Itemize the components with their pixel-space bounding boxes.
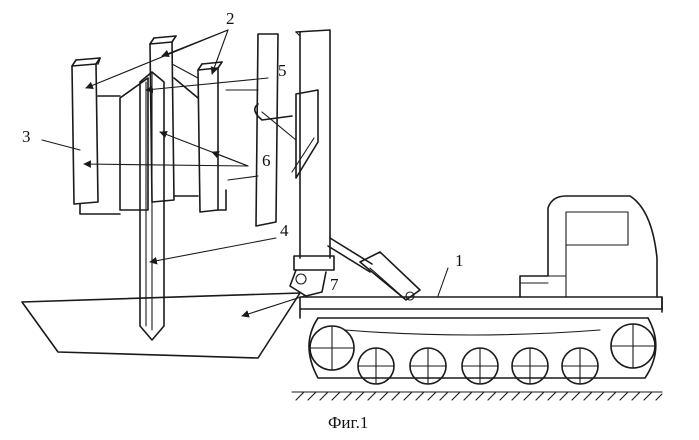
vibrator-left bbox=[71, 57, 101, 205]
label-1: 1 bbox=[455, 251, 464, 270]
label-7: 7 bbox=[330, 275, 339, 294]
label-2: 2 bbox=[226, 9, 235, 28]
cabin bbox=[519, 195, 658, 298]
connecting-frame bbox=[79, 63, 259, 215]
hydraulic-cylinder bbox=[327, 237, 421, 301]
label-4: 4 bbox=[280, 221, 289, 240]
leader-lines bbox=[41, 29, 449, 318]
ground-plate bbox=[21, 292, 301, 359]
mast-bracket bbox=[254, 33, 319, 227]
label-3: 3 bbox=[22, 127, 31, 146]
pile bbox=[139, 71, 165, 341]
figure-caption: Фиг.1 bbox=[328, 413, 369, 432]
label-6: 6 bbox=[262, 151, 271, 170]
track-undercarriage bbox=[308, 317, 657, 385]
vibrator-middle bbox=[149, 35, 177, 203]
ground-hatching bbox=[291, 391, 663, 401]
mast bbox=[289, 29, 335, 297]
chassis-frame bbox=[299, 296, 663, 319]
label-5: 5 bbox=[278, 61, 287, 80]
